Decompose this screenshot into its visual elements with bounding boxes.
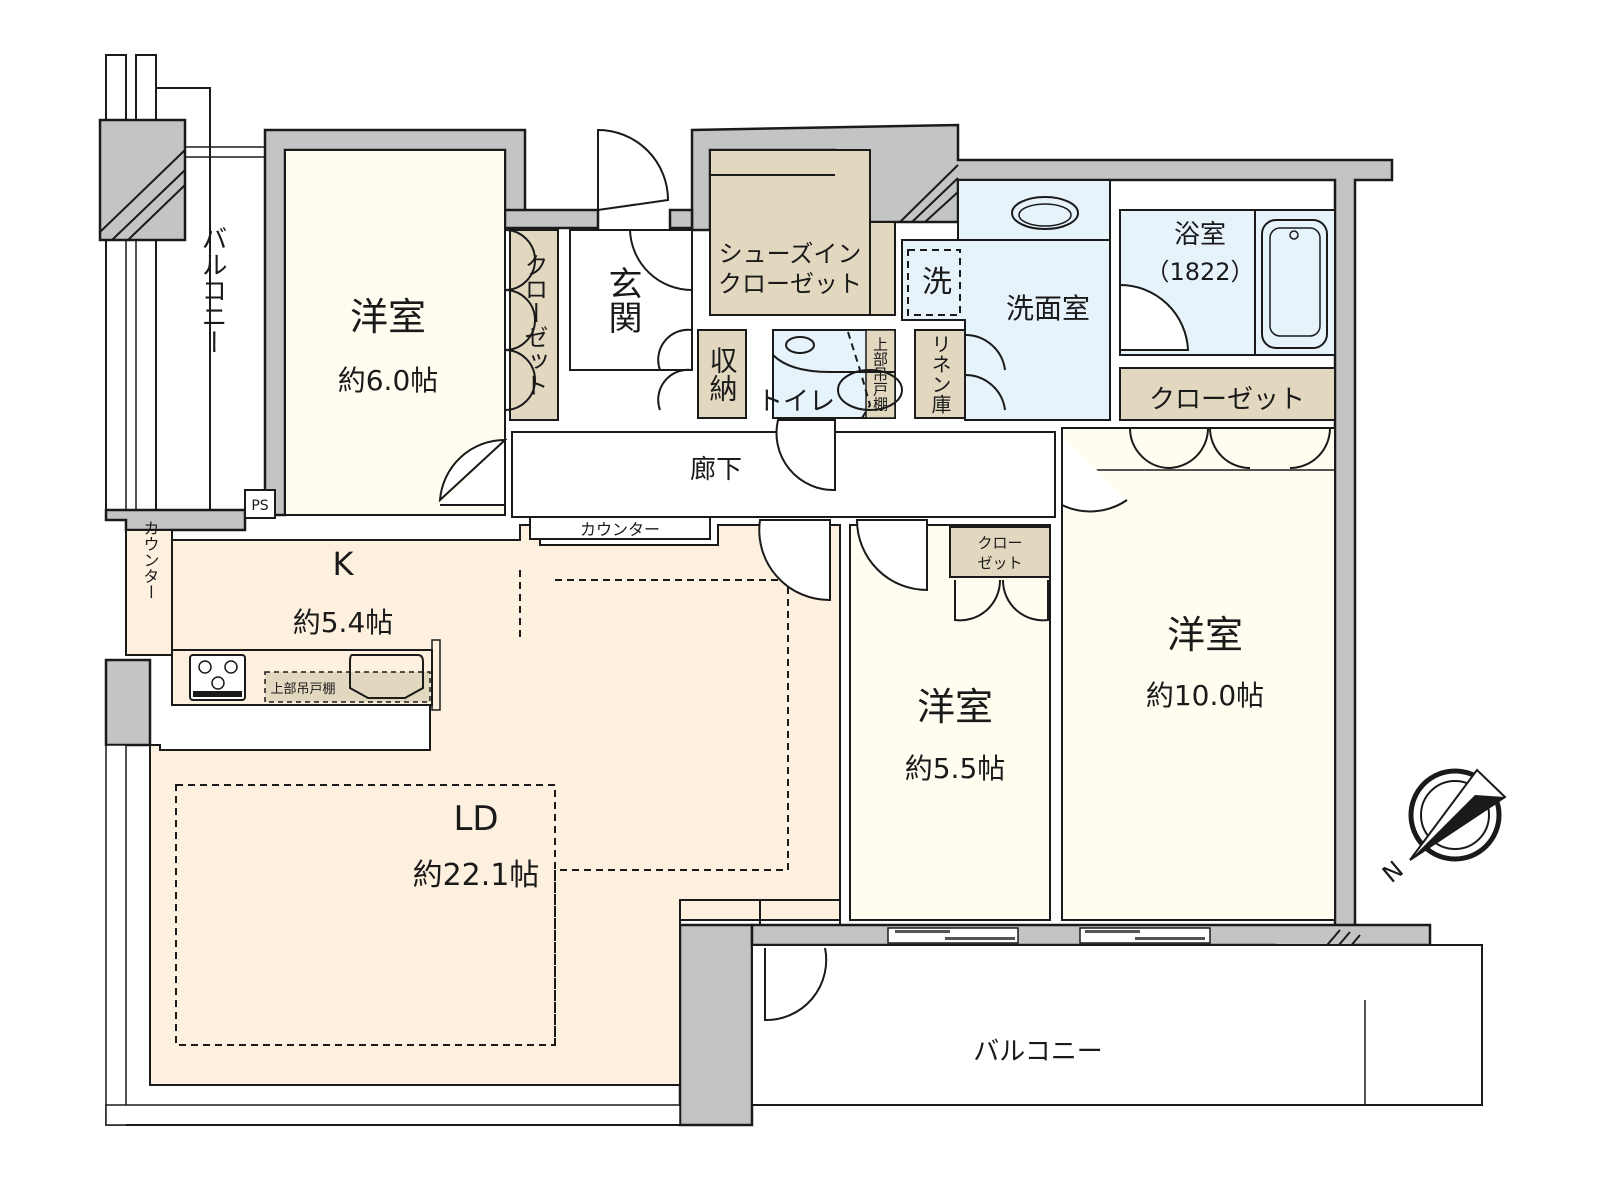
pipe-space <box>244 489 276 519</box>
bedroom-1-name: 洋室 <box>350 295 426 339</box>
room-bedroom-2 <box>849 524 1051 921</box>
walls <box>104 123 1432 1127</box>
compass-north-label: N <box>1377 856 1409 889</box>
closet-bathroom-label: クローゼット <box>1149 385 1305 415</box>
counter-hall <box>529 516 711 540</box>
linen-closet <box>914 329 966 419</box>
room-entrance <box>569 229 693 371</box>
washer-label: 洗 <box>922 265 952 300</box>
linen-label: リネン庫 <box>928 334 952 414</box>
balcony-south-label: バルコニー <box>973 1037 1102 1067</box>
bathroom-size: （1822） <box>1145 258 1254 286</box>
counter-west <box>125 529 173 656</box>
sink-icon <box>349 654 424 699</box>
toilet-upper-shelf-label: 上部吊戸棚 <box>871 337 889 412</box>
balcony-west-structure <box>98 54 286 520</box>
toilet-label: トイレ <box>757 387 835 417</box>
balcony-south <box>751 944 1483 1106</box>
bedroom-1-area: 約6.0帖 <box>338 364 439 397</box>
washroom-label: 洗面室 <box>1006 292 1090 325</box>
closet-bedroom-2 <box>949 526 1051 578</box>
closet-bedroom-2-label-1: クロー <box>977 534 1022 552</box>
ld-name: LD <box>453 799 498 839</box>
closet-bathroom <box>1119 367 1336 421</box>
shoes-closet-label-2: クローゼット <box>718 270 862 298</box>
kitchen-area: 約5.4帖 <box>293 606 394 639</box>
bedroom-2-name: 洋室 <box>917 685 993 729</box>
entrance-label: 玄関 <box>602 266 642 334</box>
bedroom-2-area: 約5.5帖 <box>905 752 1006 785</box>
ld-area: 約22.1帖 <box>413 858 540 893</box>
closet-bedroom-2-label-2: ゼット <box>977 554 1022 572</box>
balcony-west-label: バルコニー <box>197 225 227 355</box>
storage <box>697 329 747 419</box>
closet-bedroom-1-label: クローゼット <box>520 253 548 397</box>
bedroom-3-name: 洋室 <box>1167 613 1243 657</box>
compass-icon <box>1408 768 1507 862</box>
pipe-space-label: PS <box>251 498 268 514</box>
bedroom-3-area: 約10.0帖 <box>1146 679 1264 712</box>
kitchen-upper-cabinet-label: 上部吊戸棚 <box>270 682 335 697</box>
shoes-closet-label-1: シューズイン <box>719 240 862 268</box>
bathroom-label: 浴室 <box>1174 220 1226 250</box>
hallway-label: 廊下 <box>690 455 742 485</box>
doors <box>438 128 1331 1022</box>
counter-hall-label: カウンター <box>580 520 660 539</box>
storage-label: 収納 <box>706 346 739 402</box>
counter-kitchen-label: カウンター <box>141 520 160 600</box>
kitchen-name: K <box>333 545 355 583</box>
